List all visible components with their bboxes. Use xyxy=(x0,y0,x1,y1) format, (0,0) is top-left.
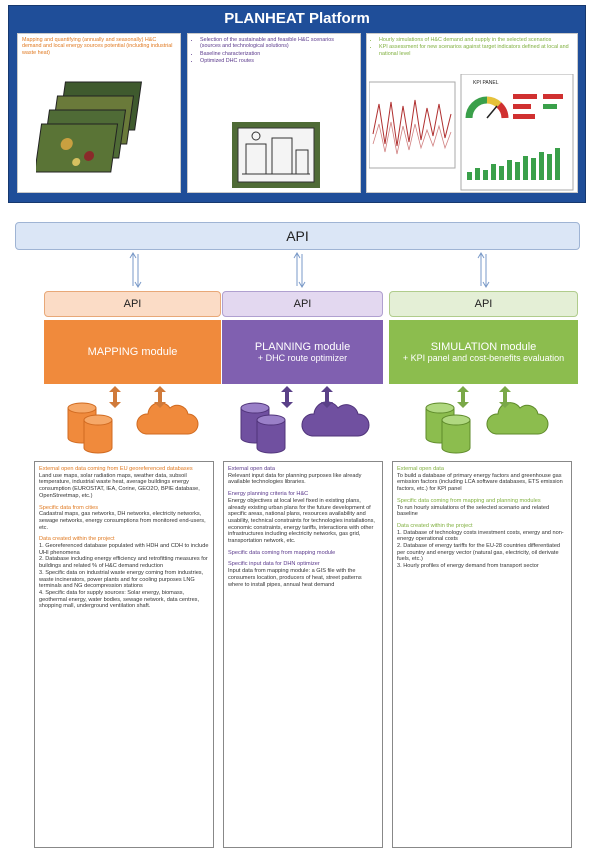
data-sources-icons xyxy=(67,386,549,454)
mapping-info-text: Land use maps, solar radiation maps, wea… xyxy=(39,472,200,499)
mapping-database-icon xyxy=(67,402,113,454)
simulation-capability-item: KPI assessment for new scenarios against… xyxy=(379,44,573,57)
planning-api-label: API xyxy=(222,291,383,317)
planning-info-text: Input data from mapping module: a GIS fi… xyxy=(228,568,362,588)
simulation-database-icon xyxy=(425,402,471,454)
simulation-api-label: API xyxy=(389,291,578,317)
simulation-cloud-icon xyxy=(486,402,549,435)
planning-capability-item: Optimized DHC routes xyxy=(200,58,356,64)
simulation-info-text: 2. Database of energy tariffs for the EU… xyxy=(397,543,561,563)
mapping-info-heading: External open data coming from EU georef… xyxy=(39,466,193,472)
planning-info-heading: Specific input data for DHN optimizer xyxy=(228,561,320,568)
simulation-module-name: SIMULATION module xyxy=(430,340,537,353)
mapping-data-sources-box: External open data coming from EU georef… xyxy=(34,461,214,848)
platform-title: PLANHEAT Platform xyxy=(224,10,370,27)
simulation-module-subtitle: + KPI panel and cost-benefits evaluation xyxy=(402,352,565,363)
mapping-exchange-arrows xyxy=(109,386,166,408)
mapping-module-name: MAPPING module xyxy=(87,346,178,358)
simulation-exchange-arrows xyxy=(457,386,511,408)
mapping-info-text: 3. Specific data on industrial waste ene… xyxy=(39,569,204,590)
kpi-dashboard-illustration: KPI PANEL xyxy=(369,74,574,191)
planning-module: PLANNING module + DHC route optimizer xyxy=(222,320,383,384)
simulation-info-text: 3. Hourly profiles of energy demand from… xyxy=(397,563,539,570)
mapping-info-text: 4. Specific data for supply sources: Sol… xyxy=(39,589,200,610)
planning-info-text: Relevant input data for planning purpose… xyxy=(228,472,362,486)
mapping-capabilities-box: Mapping and quantifying (annually and se… xyxy=(17,33,181,193)
simulation-info-heading: External open data xyxy=(397,466,444,472)
planning-data-sources-box: External open data Relevant input data f… xyxy=(223,461,383,848)
simulation-capabilities-box: Hourly simulations of H&C demand and sup… xyxy=(366,33,578,193)
planning-database-icon xyxy=(240,402,286,454)
mapping-info-text: Cadastral maps, gas networks, DH network… xyxy=(39,511,206,531)
planning-info-text: Energy objectives at local level fixed i… xyxy=(228,497,375,545)
main-api-bar: API xyxy=(15,222,580,250)
mapping-capability-item: Mapping and quantifying (annually and se… xyxy=(22,37,173,56)
map-layers-illustration xyxy=(36,81,143,173)
simulation-module: SIMULATION module + KPI panel and cost-b… xyxy=(389,320,578,384)
simulation-data-sources-box: External open data To build a database o… xyxy=(392,461,572,848)
planning-cloud-icon xyxy=(301,401,370,437)
planning-capability-item: Selection of the sustainable and feasibl… xyxy=(200,37,356,50)
planheat-platform-panel: PLANHEAT Platform Mapping and quantifyin… xyxy=(8,5,586,203)
mapping-cloud-icon xyxy=(136,402,199,435)
simulation-capability-item: Hourly simulations of H&C demand and sup… xyxy=(379,37,573,43)
simulation-info-text: 1. Database of technology costs investme… xyxy=(397,529,564,543)
mapping-api-label: API xyxy=(44,291,221,317)
planning-module-name: PLANNING module xyxy=(254,340,351,353)
planning-info-heading: Specific data coming from mapping module xyxy=(228,549,336,556)
mapping-module: MAPPING module xyxy=(44,320,221,384)
api-connector-arrows xyxy=(129,252,490,288)
simulation-info-heading: Specific data coming from mapping and pl… xyxy=(397,497,541,504)
simulation-info-text: To run hourly simulations of the selecte… xyxy=(397,504,550,518)
simulation-info-heading: Data created within the project xyxy=(397,522,473,529)
mapping-info-heading: Specific data from cities xyxy=(39,504,99,511)
planning-module-subtitle: + DHC route optimizer xyxy=(257,352,348,363)
building-schematic-illustration xyxy=(232,122,320,188)
planning-exchange-arrows xyxy=(281,386,333,408)
planning-capability-item: Baseline characterization xyxy=(200,51,356,57)
mapping-info-text: 2. Database including energy efficiency … xyxy=(39,556,208,570)
planning-capabilities-box: Selection of the sustainable and feasibl… xyxy=(187,33,361,193)
mapping-info-heading: Data created within the project xyxy=(39,536,115,543)
planning-info-heading: Energy planning criteria for H&C xyxy=(228,491,309,498)
mapping-info-text: 1. Georeferenced database populated with… xyxy=(39,543,209,556)
planning-info-heading: External open data xyxy=(228,466,275,472)
simulation-info-text: To build a database of primary energy fa… xyxy=(397,472,563,493)
dashboard-title: KPI PANEL xyxy=(473,80,499,86)
